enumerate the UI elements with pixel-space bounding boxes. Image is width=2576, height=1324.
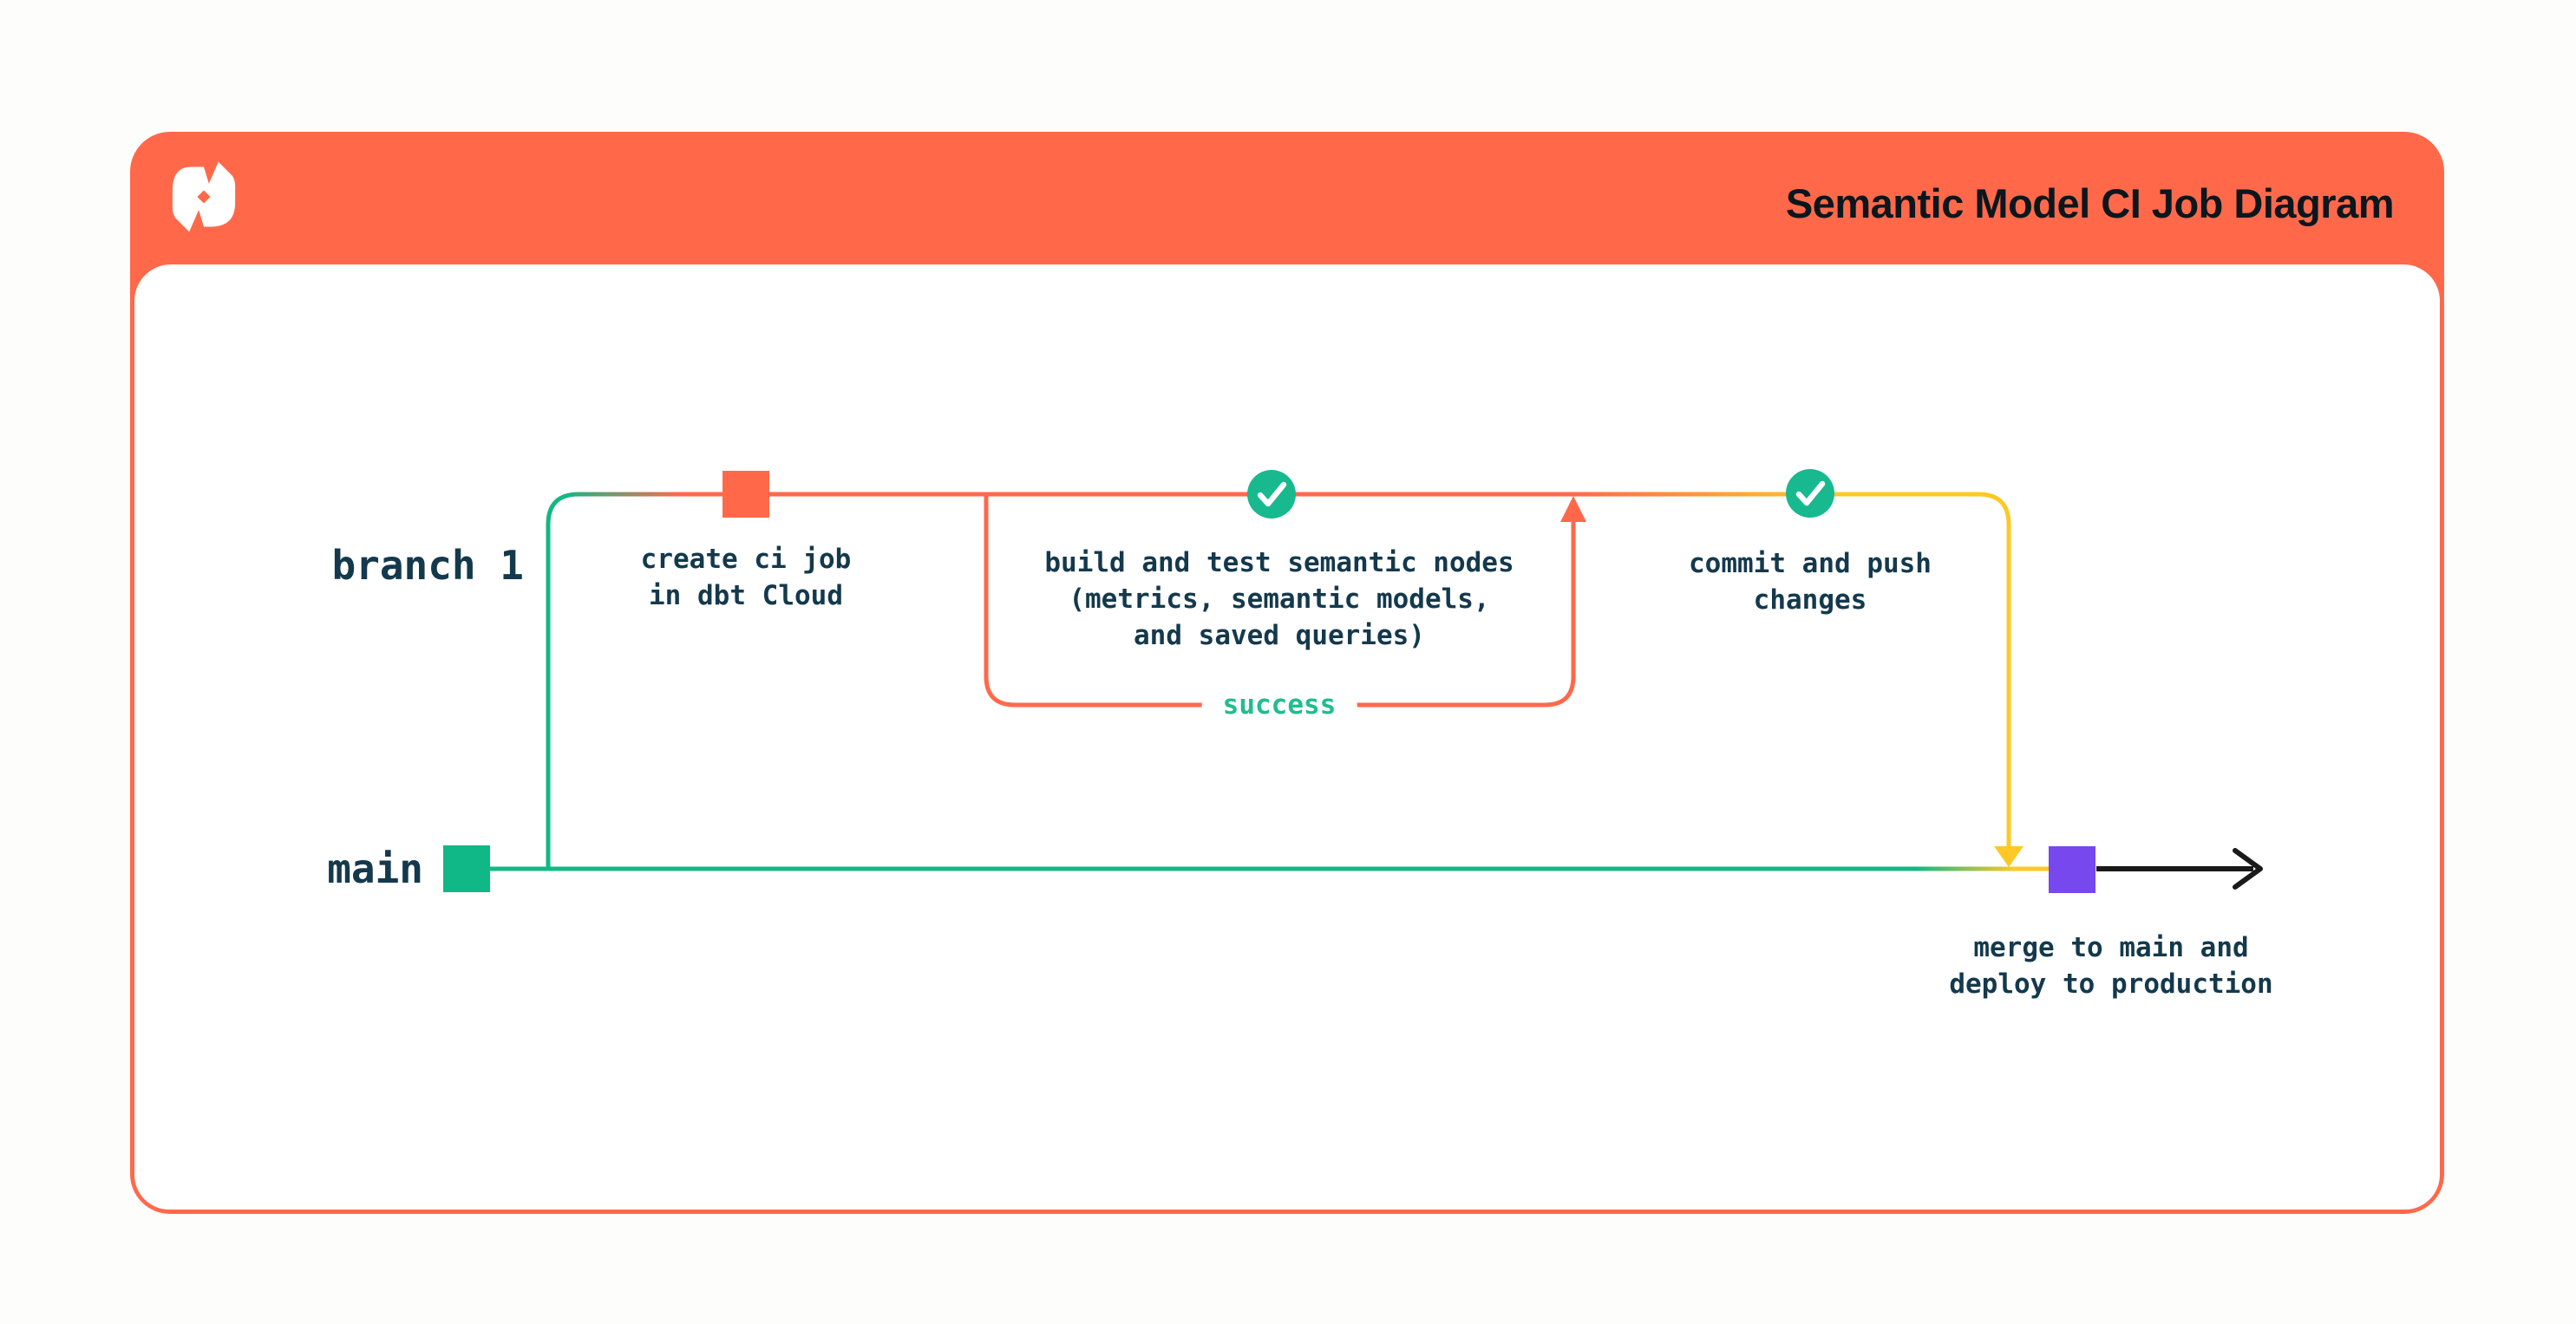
- merge-deploy-node: [2049, 846, 2095, 893]
- build-test-label: build and test semantic nodes (metrics, …: [1044, 547, 1514, 651]
- production-arrowhead-icon: [2233, 848, 2263, 890]
- success-arrowhead-icon: [1560, 496, 1586, 522]
- merge-arrowhead-icon: [1994, 846, 2024, 867]
- commit-push-check-icon: [1786, 469, 1834, 518]
- main-commit-node: [443, 845, 490, 892]
- success-label: success: [1201, 688, 1357, 722]
- dbt-logo-icon: [172, 161, 236, 232]
- create-ci-job-node: [722, 471, 769, 518]
- main-label: main: [327, 845, 423, 892]
- branch1-label: branch 1: [331, 542, 524, 589]
- page-title: Semantic Model CI Job Diagram: [1785, 180, 2395, 226]
- diagram-card: Semantic Model CI Job Diagram: [130, 132, 2444, 1214]
- create-ci-job-label: create ci job in dbt Cloud: [640, 544, 852, 611]
- commit-push-label: commit and push changes: [1689, 548, 1932, 616]
- card-header: Semantic Model CI Job Diagram: [130, 132, 2444, 264]
- build-test-check-icon: [1247, 470, 1296, 519]
- card-body: [134, 264, 2440, 1210]
- merge-deploy-label: merge to main and deploy to production: [1949, 932, 2273, 1000]
